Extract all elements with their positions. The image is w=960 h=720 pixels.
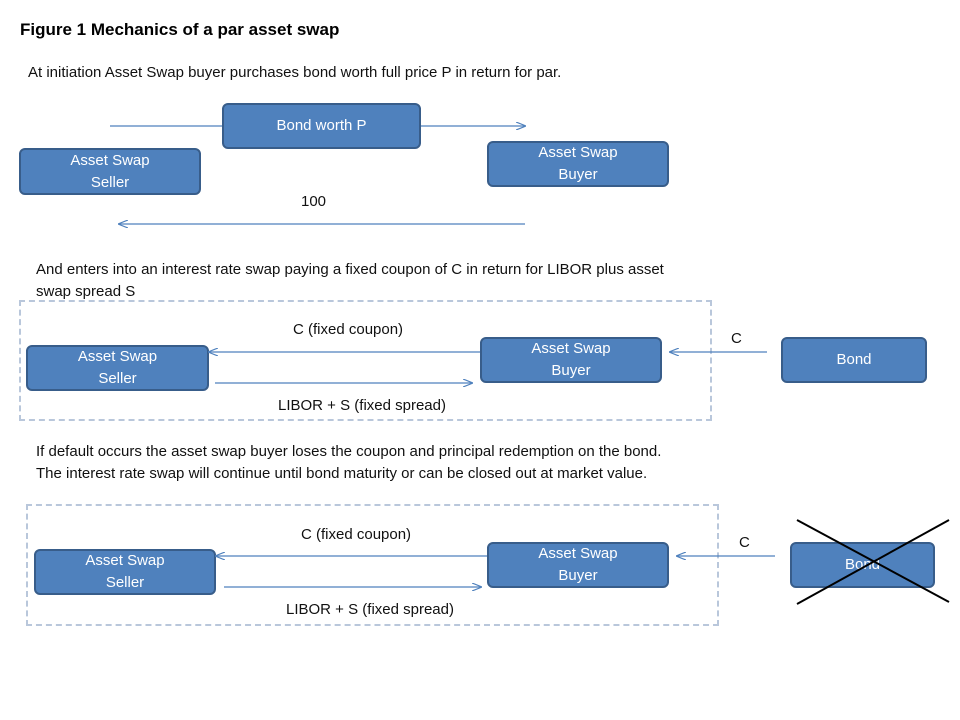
section2-bond-box: Bond (781, 337, 927, 383)
seller-label-line2: Seller (90, 173, 130, 191)
seller-label-line1: Asset Swap (77, 348, 158, 365)
section3-seller-box: Asset Swap Seller (34, 549, 216, 595)
section1-seller-box: Asset Swap Seller (19, 148, 201, 195)
buyer-label-line1: Asset Swap (531, 340, 611, 357)
section3-fixed-coupon-label: C (fixed coupon) (301, 526, 412, 543)
section2-text-line1: And enters into an interest rate swap pa… (36, 261, 664, 278)
seller-label-line2: Seller (105, 574, 145, 591)
section3-text-line1: If default occurs the asset swap buyer l… (36, 443, 662, 460)
section3-coupon-c-label: C (739, 534, 750, 551)
section3-libor-label: LIBOR + S (fixed spread) (286, 601, 454, 618)
section3-text-line2: The interest rate swap will continue unt… (36, 465, 648, 482)
section3-buyer-box: Asset Swap Buyer (487, 542, 669, 588)
buyer-label-line2: Buyer (551, 362, 591, 379)
bond-label: Bond (836, 351, 872, 368)
section3-swap-frame (26, 504, 719, 626)
figure-title: Figure 1 Mechanics of a par asset swap (20, 20, 340, 39)
section1-text: At initiation Asset Swap buyer purchases… (28, 64, 562, 81)
default-cross-stroke-2 (796, 519, 950, 605)
bond-worth-p-label: Bond worth P (276, 117, 367, 134)
section2-swap-frame (19, 300, 712, 421)
bond-worth-p-box: Bond worth P (222, 103, 421, 149)
section2-coupon-c-label: C (731, 330, 742, 347)
section2-libor-label: LIBOR + S (fixed spread) (278, 397, 446, 414)
buyer-label-line1: Asset Swap (538, 144, 618, 161)
section2-text: And enters into an interest rate swap pa… (36, 259, 664, 303)
seller-label-line1: Asset Swap (70, 151, 150, 169)
section2-seller-box: Asset Swap Seller (26, 345, 209, 391)
par-100-label: 100 (301, 193, 327, 210)
section2-text-line2: swap spread S (36, 283, 136, 300)
section1-buyer-box: Asset Swap Buyer (487, 141, 669, 187)
section3-text: If default occurs the asset swap buyer l… (36, 441, 661, 485)
seller-label-line2: Seller (98, 370, 137, 387)
buyer-label-line2: Buyer (558, 166, 598, 183)
seller-label-line1: Asset Swap (85, 552, 165, 569)
section2-buyer-box: Asset Swap Buyer (480, 337, 662, 383)
section2-fixed-coupon-label: C (fixed coupon) (293, 321, 404, 338)
buyer-label-line2: Buyer (558, 567, 598, 584)
buyer-label-line1: Asset Swap (538, 545, 618, 562)
